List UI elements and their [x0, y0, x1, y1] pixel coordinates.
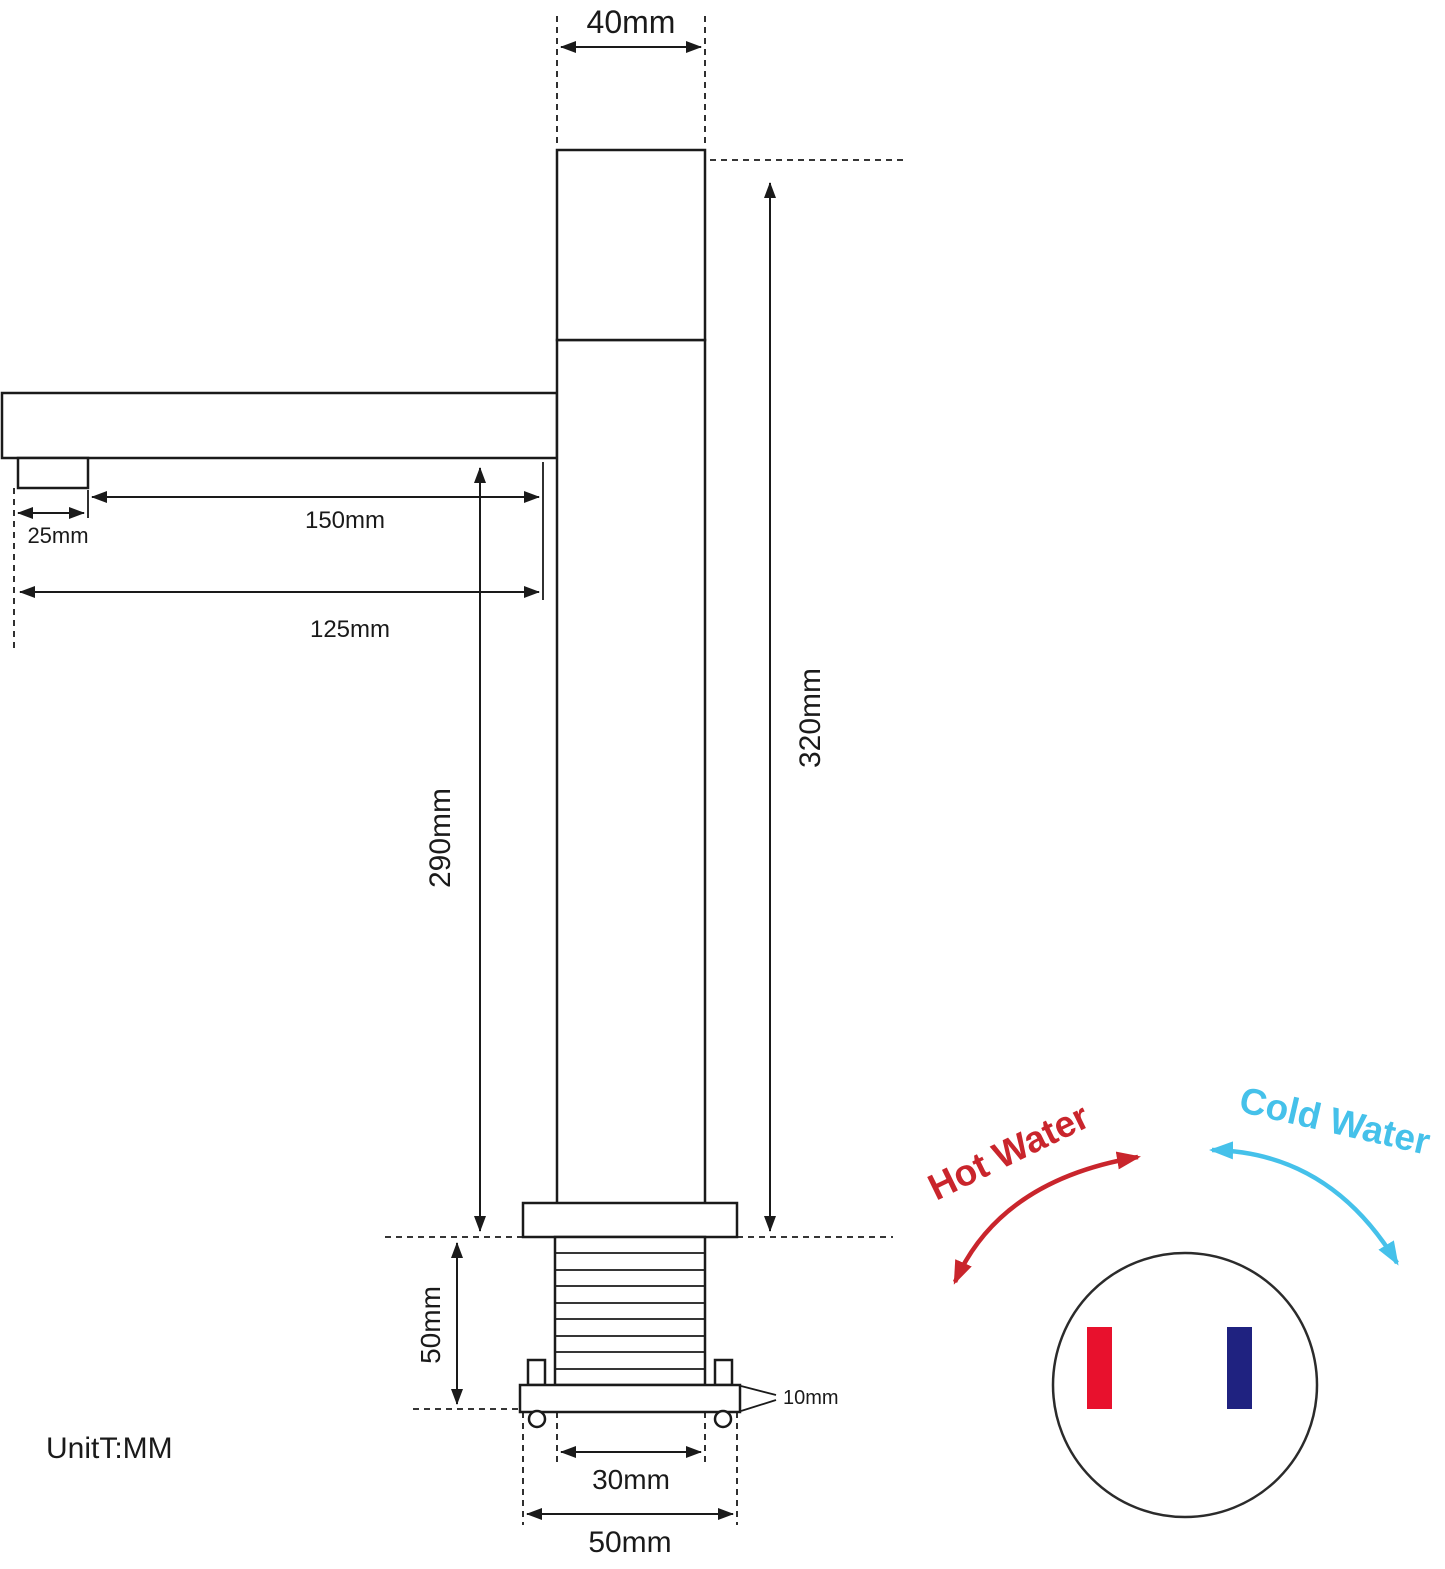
base-flange: [521, 1201, 739, 1239]
cold-water-label: Cold Water: [1236, 1079, 1434, 1163]
dim-150mm-label: 150mm: [305, 507, 385, 534]
hot-indicator: [1087, 1327, 1112, 1409]
hot-cold-legend: Hot Water Cold Water: [922, 1079, 1434, 1519]
spout-arm: [0, 391, 559, 460]
unit-note: UnitT:MM: [46, 1432, 173, 1465]
dimension-290mm: 290mm: [424, 467, 486, 1232]
dim-320mm-label: 320mm: [794, 668, 827, 768]
right-bolt: [713, 1409, 733, 1429]
handle-top-view-circle: [1051, 1251, 1319, 1519]
dimension-25mm: 25mm: [17, 507, 89, 548]
dimension-50mm-base-height: 50mm: [415, 1242, 463, 1405]
dimension-30mm: 30mm: [560, 1446, 702, 1495]
left-bolt: [527, 1409, 547, 1429]
dim-10mm-label: 10mm: [783, 1387, 839, 1409]
dimension-40mm: 40mm: [560, 4, 702, 53]
dimension-10mm: 10mm: [740, 1385, 839, 1412]
faucet-outline: [0, 148, 742, 1429]
dimension-320mm: 320mm: [764, 182, 827, 1232]
bottom-plate: [518, 1383, 742, 1414]
hot-water-label: Hot Water: [922, 1095, 1096, 1208]
dimension-125mm: 125mm: [19, 586, 540, 643]
dim-30mm-label: 30mm: [592, 1464, 670, 1495]
aerator: [16, 456, 90, 490]
thread-ridges: [555, 1252, 705, 1370]
knurled-knob: [555, 148, 707, 342]
dim-290mm-label: 290mm: [424, 788, 457, 888]
cold-indicator: [1227, 1327, 1252, 1409]
threaded-shank: [553, 1235, 707, 1387]
hot-water-arrow: [952, 1151, 1141, 1285]
construction-lines: [13, 12, 908, 1525]
cold-water-arrow: [1209, 1141, 1399, 1266]
dim-40mm-label: 40mm: [587, 4, 676, 40]
dim-50mm-width-label: 50mm: [588, 1526, 671, 1559]
dim-125mm-label: 125mm: [310, 616, 390, 643]
dim-25mm-label: 25mm: [27, 523, 88, 548]
dim-50mm-height-label: 50mm: [415, 1286, 446, 1364]
dim-10mm-leader-top: [740, 1385, 777, 1396]
left-tab: [526, 1358, 547, 1387]
faucet-body: [555, 338, 707, 1207]
right-tab: [713, 1358, 734, 1387]
dim-10mm-leader-bottom: [740, 1399, 777, 1412]
dimension-150mm: 150mm: [87, 462, 544, 600]
dimension-50mm-base-width: 50mm: [526, 1508, 734, 1559]
